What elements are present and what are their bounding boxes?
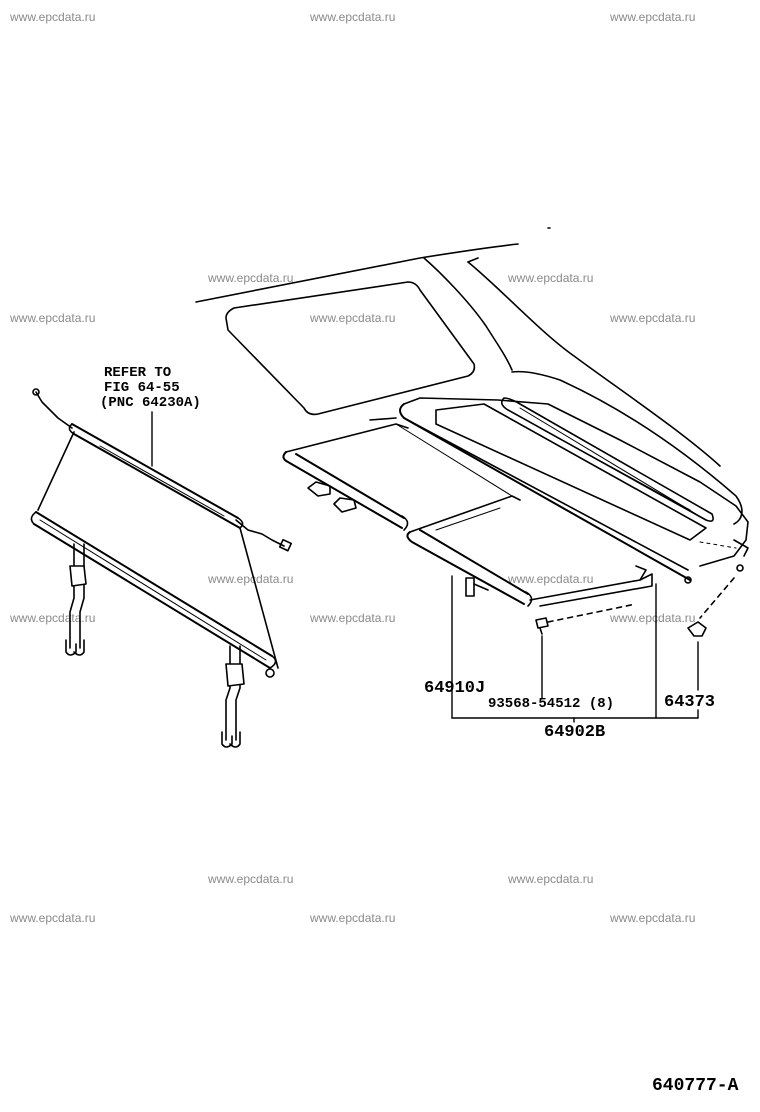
part-number-64910j: 64910J <box>424 679 486 698</box>
vehicle-body <box>195 227 749 619</box>
cover-panel-upper <box>282 417 513 531</box>
watermark: www.epcdata.ru <box>10 10 96 24</box>
cover-panel-lower <box>406 495 653 607</box>
clip <box>687 621 707 637</box>
watermark: www.epcdata.ru <box>310 611 396 625</box>
watermark: www.epcdata.ru <box>610 311 696 325</box>
watermark: www.epcdata.ru <box>208 572 294 586</box>
watermark: www.epcdata.ru <box>610 611 696 625</box>
watermark: www.epcdata.ru <box>310 311 396 325</box>
watermark: www.epcdata.ru <box>310 911 396 925</box>
refer-to-label-line1: REFER TO <box>104 365 172 381</box>
watermark: www.epcdata.ru <box>10 311 96 325</box>
refer-to-label-line3: (PNC 64230A) <box>100 395 201 411</box>
watermark: www.epcdata.ru <box>208 271 294 285</box>
tonneau-cover-assembly <box>30 388 293 748</box>
watermark: www.epcdata.ru <box>10 911 96 925</box>
part-number-93568: 93568-54512 (8) <box>488 696 615 712</box>
watermark: www.epcdata.ru <box>10 611 96 625</box>
refer-to-label-line2: FIG 64-55 <box>104 380 180 396</box>
watermark: www.epcdata.ru <box>610 911 696 925</box>
watermark: www.epcdata.ru <box>310 10 396 24</box>
part-number-64902b: 64902B <box>544 723 606 742</box>
watermark: www.epcdata.ru <box>208 872 294 886</box>
watermark: www.epcdata.ru <box>508 572 594 586</box>
screw <box>535 603 637 635</box>
watermark: www.epcdata.ru <box>508 271 594 285</box>
leader-lines <box>451 575 699 723</box>
watermark: www.epcdata.ru <box>508 872 594 886</box>
part-number-64373: 64373 <box>664 693 716 712</box>
watermark: www.epcdata.ru <box>610 10 696 24</box>
figure-id: 640777-A <box>652 1076 739 1096</box>
